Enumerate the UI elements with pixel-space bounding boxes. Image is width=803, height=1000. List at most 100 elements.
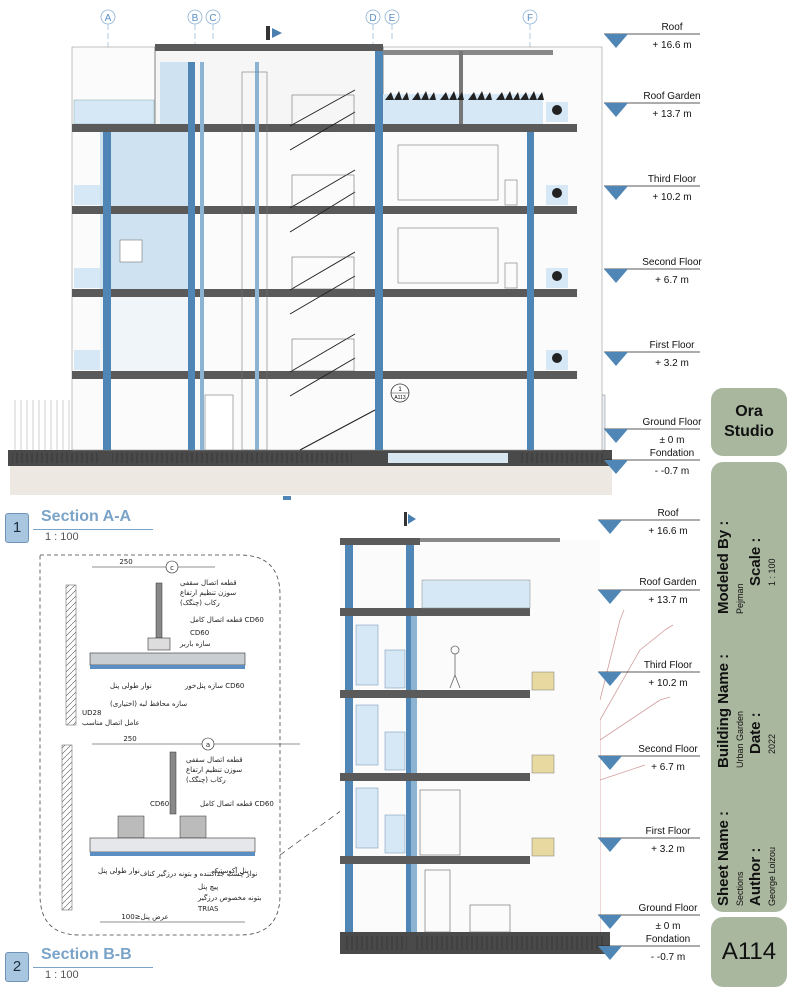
level-markers-a [604, 33, 700, 474]
section-b-b-drawing [340, 512, 674, 954]
figure-person-icon [449, 645, 461, 689]
note-a-1: سوزن تنظیم ارتفاع [186, 766, 242, 774]
note-c-8: سازه محافظ لبه (اختیاری) [110, 700, 187, 708]
section-2-scale: 1 : 100 [45, 969, 79, 981]
detail-tag-a: a [206, 741, 210, 749]
level-elev-third: + 10.2 m [652, 192, 691, 203]
level-b-elev-second: + 6.7 m [651, 762, 685, 773]
potted-plant-icons [552, 105, 562, 363]
section-marker-icon [266, 26, 282, 40]
level-elev-second: + 6.7 m [655, 275, 689, 286]
detail-dim-mid: 250 [123, 735, 136, 743]
level-markers-b [598, 519, 700, 960]
ceiling-detail: c 250 قطعه اتصال سقفی سوزن تنظیم ارتفاع … [39, 554, 508, 936]
note-a-7: نوار چسب جداکننده و بتونه درزگیر کناف [140, 869, 257, 878]
section-1-title: Section A-A [41, 508, 132, 525]
note-a-4: CD60 [150, 800, 169, 808]
author-value: George Loizou [767, 846, 777, 906]
sheet-number-panel: A114 [711, 917, 787, 987]
level-elev-first: + 3.2 m [655, 358, 689, 369]
level-elev-ground: ± 0 m [660, 435, 685, 446]
floor-slabs [72, 44, 577, 379]
grid-label-e: E [389, 13, 396, 24]
section-2-number: 2 [5, 952, 29, 982]
grid-bubbles [100, 9, 538, 25]
level-b-name-fondation: Fondation [646, 934, 690, 945]
note-a-8: پیچ پنل [198, 883, 218, 891]
note-c-3: قطعه اتصال کامل CD60 [190, 616, 264, 624]
studio-name-panel: Ora Studio [711, 388, 787, 456]
note-c-2: رکاب (چنگک) [180, 598, 220, 607]
level-elev-roof: + 16.6 m [652, 40, 691, 51]
modeled-by-label: Modeled By : [715, 520, 732, 614]
scale-value: 1 : 100 [767, 558, 777, 586]
date-label: Date : [747, 712, 764, 754]
note-a-2: رکاب (چنگک) [186, 775, 226, 784]
level-b-name-third: Third Floor [644, 660, 693, 671]
date-value: 2022 [767, 733, 777, 754]
section-1-number: 1 [5, 513, 29, 543]
callout-sheet: A113 [394, 395, 406, 401]
level-b-elev-fondation: - -0.7 m [651, 952, 685, 963]
note-c-4: CD60 [190, 629, 209, 637]
interior-furniture [119, 71, 518, 451]
note-c-9: UD28 [82, 709, 101, 717]
section-1-scale: 1 : 100 [45, 531, 79, 543]
sheet-info-panel: Modeled By : Pejman Scale : 1 : 100 Buil… [711, 462, 787, 912]
sheet-name-label: Sheet Name : [715, 810, 732, 906]
grid-label-d: D [369, 13, 376, 24]
grid-label-a: A [105, 13, 112, 24]
building-name-label: Building Name : [715, 653, 732, 768]
scale-label: Scale : [747, 537, 764, 586]
level-name-first: First Floor [650, 340, 696, 351]
level-name-fondation: Fondation [650, 448, 694, 459]
ground-soil [10, 465, 612, 495]
section-marker-b-icon [404, 512, 416, 526]
columns [103, 51, 534, 450]
section-a-a-drawing: A B C D E F [8, 9, 612, 500]
level-b-elev-first: + 3.2 m [651, 844, 685, 855]
section-1-underline [33, 529, 153, 530]
level-b-name-ground: Ground Floor [639, 903, 699, 914]
level-elev-fondation: - -0.7 m [655, 466, 689, 477]
sheet-number: A114 [721, 938, 777, 965]
detail-dim-bottom: 100≥عرض پنل [121, 913, 168, 921]
level-b-name-roof-garden: Roof Garden [639, 577, 696, 588]
level-b-name-roof: Roof [657, 508, 678, 519]
level-name-third: Third Floor [648, 174, 697, 185]
section-2-underline [33, 967, 153, 968]
note-a-10: TRIAS [197, 905, 219, 913]
level-b-elev-roof-garden: + 13.7 m [648, 595, 687, 606]
studio-name: Ora Studio [724, 403, 774, 440]
note-c-5: سازه باربر [179, 640, 211, 648]
note-c-10: عامل اتصال مناسب [82, 719, 140, 727]
level-b-elev-third: + 10.2 m [648, 678, 687, 689]
level-b-elev-roof: + 16.6 m [648, 526, 687, 537]
level-name-second: Second Floor [642, 257, 702, 268]
level-b-name-first: First Floor [646, 826, 692, 837]
detail-tag-c: c [170, 564, 174, 572]
section-callout [390, 383, 410, 403]
author-label: Author : [747, 847, 764, 906]
note-c-1: سوزن تنظیم ارتفاع [180, 589, 236, 597]
note-a-9: بتونه مخصوص درزگیر [197, 893, 261, 902]
grid-label-c: C [209, 13, 216, 24]
detail-dim-top: 250 [119, 558, 132, 566]
level-name-roof: Roof [661, 22, 682, 33]
roof-plants-icon [385, 91, 544, 100]
building-frame [71, 46, 603, 451]
note-c-0: قطعه اتصال سقفی [180, 579, 237, 587]
note-a-6: نوار طولی پنل [98, 867, 140, 875]
note-c-7: نوار طولی پنل [110, 682, 152, 690]
level-name-ground: Ground Floor [643, 417, 703, 428]
level-elev-roof-garden: + 13.7 m [652, 109, 691, 120]
note-a-5: پنل آکوستیک [212, 866, 249, 875]
grid-label-f: F [527, 13, 533, 24]
modeled-by-value: Pejman [735, 583, 745, 614]
note-c-6: سازه پنل‌خور CD60 [184, 682, 244, 690]
sheet-name-value: Sections [735, 871, 745, 906]
level-b-name-second: Second Floor [638, 744, 698, 755]
callout-number: 1 [398, 387, 402, 393]
staircase [289, 89, 376, 451]
